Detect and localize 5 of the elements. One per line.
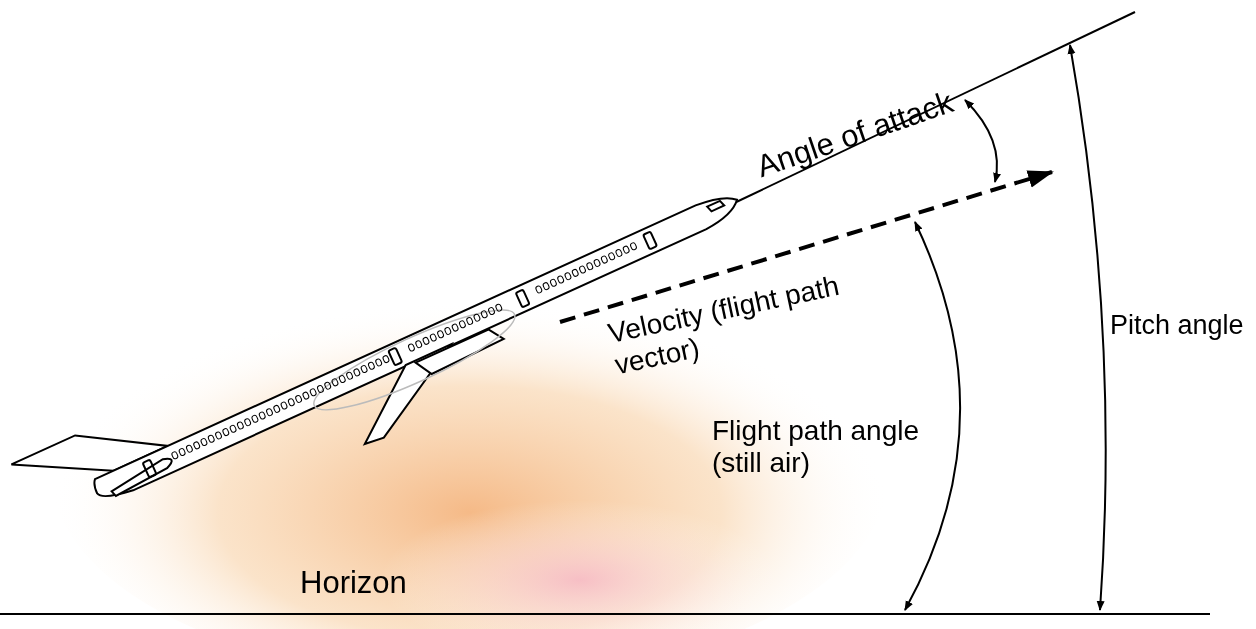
flight-path-angle-label: Flight path angle (still air) xyxy=(712,415,921,480)
angle-of-attack-label: Angle of attack xyxy=(752,83,959,185)
pitch-angle-label: Pitch angle xyxy=(1110,310,1245,342)
velocity-label: Velocity (flight path vector) xyxy=(605,268,843,382)
horizon-label: Horizon xyxy=(300,565,408,601)
